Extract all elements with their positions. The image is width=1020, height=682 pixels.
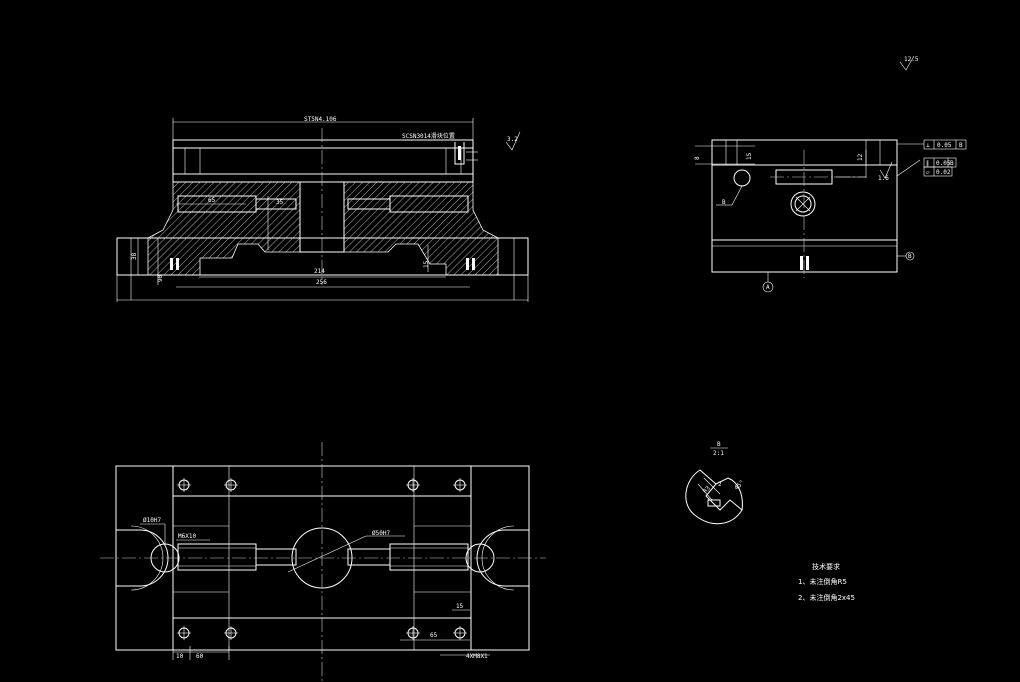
bolt-circle-outer bbox=[790, 191, 816, 217]
thread-bottom: 4XM8X1 bbox=[466, 653, 488, 660]
svg-text:▱: ▱ bbox=[926, 169, 930, 176]
side-view: 12.5 8 15 B 12 1.6 bbox=[694, 55, 967, 293]
roughness-top-symbol bbox=[899, 55, 915, 71]
dim-214: 214 bbox=[314, 268, 325, 275]
detail-dim-r: R3 bbox=[702, 485, 712, 495]
hatched-section-left bbox=[147, 181, 301, 276]
detail-dim-2: 2 bbox=[718, 481, 722, 488]
top-block-outline bbox=[172, 139, 474, 183]
dim-10-plan: 10 bbox=[176, 653, 184, 660]
pin-hole bbox=[733, 169, 751, 187]
plan-view: Ø50H7 Ø10H7 M6X10 15 65 4XM8X1 10 60 bbox=[100, 442, 546, 682]
thread-note: M6X10 bbox=[178, 533, 196, 540]
bore-left-label: Ø10H7 bbox=[143, 517, 161, 524]
dim-65: 65 bbox=[208, 197, 216, 204]
roughness-top: 12.5 bbox=[904, 56, 919, 63]
label-b-left: B bbox=[722, 199, 726, 206]
detail-b-scale: 2:1 bbox=[713, 450, 724, 457]
tolerance-frame-2: ∥ 0.05 B bbox=[923, 157, 957, 168]
svg-text:B: B bbox=[959, 142, 963, 149]
dim-12: 12 bbox=[857, 153, 864, 161]
detail-b-outline bbox=[685, 469, 743, 525]
dim-35: 35 bbox=[276, 199, 284, 206]
tech-note-1: 1、未注倒角R5 bbox=[798, 577, 847, 586]
roughness-right: 1.6 bbox=[878, 175, 889, 182]
dim-15-side: 15 bbox=[746, 152, 753, 160]
detail-b-view: B 2:1 R3 45° 2 bbox=[685, 441, 746, 525]
svg-text:∥: ∥ bbox=[926, 160, 929, 167]
svg-text:0.02: 0.02 bbox=[936, 169, 951, 176]
svg-text:0.05: 0.05 bbox=[937, 142, 952, 149]
tech-note-2: 2、未注倒角2x45 bbox=[798, 593, 855, 602]
svg-text:0.05: 0.05 bbox=[936, 160, 951, 167]
hatched-section-right bbox=[343, 181, 499, 276]
bolt-holes bbox=[177, 478, 467, 640]
dim-256: 256 bbox=[316, 279, 327, 286]
tech-notes-title: 技术要求 bbox=[812, 562, 840, 571]
dim-60-plan: 60 bbox=[196, 653, 204, 660]
front-section-view: ST5N4.106 65 35 214 256 38 90 15 SCSN301… bbox=[116, 116, 529, 302]
tolerance-frame-1: ⊥ 0.05 B bbox=[923, 139, 967, 150]
tolerance-frame-3: ▱ 0.02 bbox=[923, 166, 953, 177]
dim-15-plan: 15 bbox=[456, 603, 464, 610]
detail-b-label: B bbox=[717, 441, 721, 448]
dim-overall-top: ST5N4.106 bbox=[304, 116, 337, 123]
dim-90: 90 bbox=[157, 274, 164, 282]
datum-a: A bbox=[766, 284, 770, 291]
note-top-right: SCSN3014滑块位置 bbox=[402, 132, 455, 140]
dim-65-plan: 65 bbox=[430, 632, 438, 639]
dim-38: 38 bbox=[131, 252, 138, 260]
roughness-symbol bbox=[505, 131, 521, 151]
datum-a-marker bbox=[762, 281, 774, 293]
roughness-right-symbol bbox=[879, 161, 893, 179]
svg-text:⊥: ⊥ bbox=[926, 142, 930, 149]
datum-b-marker bbox=[905, 251, 915, 261]
detail-dim-45: 45° bbox=[733, 479, 746, 492]
svg-text:B: B bbox=[950, 160, 954, 167]
datum-b: B bbox=[908, 253, 912, 260]
bore-center-label: Ø50H7 bbox=[372, 530, 390, 537]
technical-notes: 技术要求 1、未注倒角R5 2、未注倒角2x45 bbox=[798, 562, 855, 602]
detail-pin-marker bbox=[454, 142, 465, 165]
roughness-value: 3.2 bbox=[507, 136, 518, 143]
dim-15: 15 bbox=[423, 260, 430, 268]
dim-8: 8 bbox=[694, 156, 701, 160]
side-view-outline bbox=[711, 139, 898, 273]
